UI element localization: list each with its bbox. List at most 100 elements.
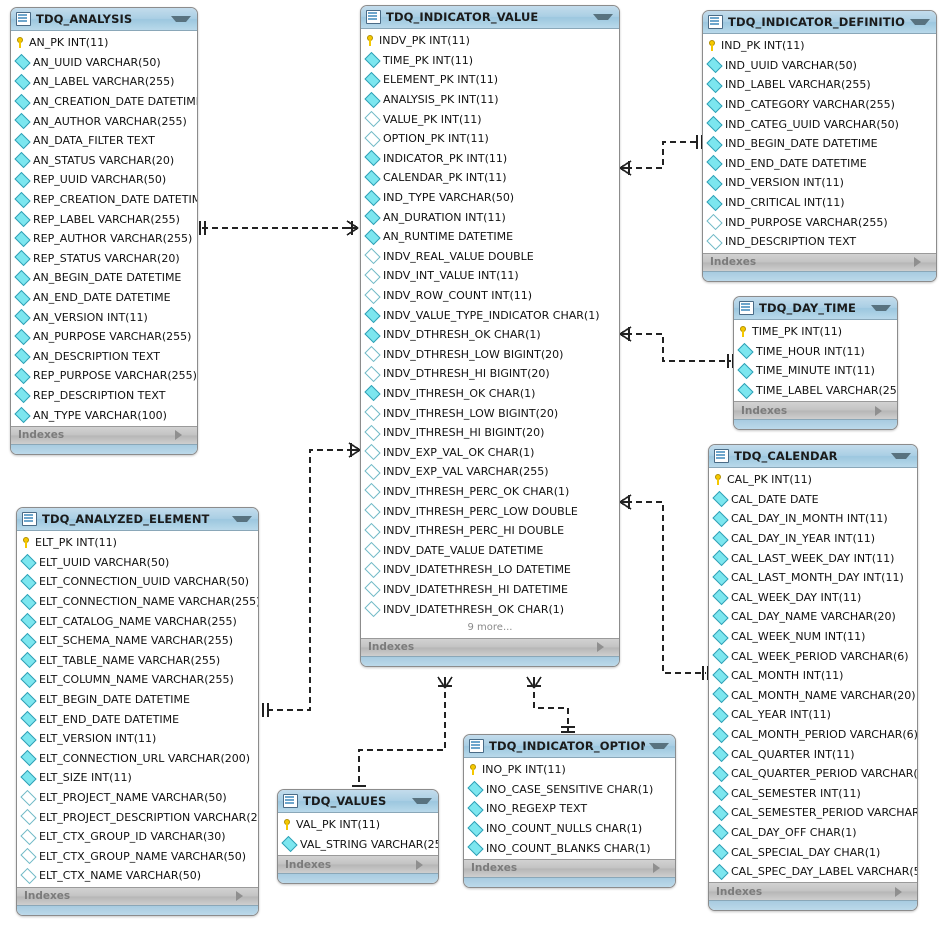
column-row[interactable]: AN_LABEL VARCHAR(255): [11, 72, 197, 92]
column-row[interactable]: IND_CRITICAL INT(11): [703, 193, 936, 213]
column-row[interactable]: CAL_LAST_MONTH_DAY INT(11): [709, 568, 917, 588]
column-row[interactable]: INO_REGEXP TEXT: [464, 799, 675, 819]
column-row[interactable]: CAL_DAY_OFF CHAR(1): [709, 823, 917, 843]
expand-right-icon[interactable]: [597, 642, 612, 653]
table-header-tdq_calendar[interactable]: TDQ_CALENDAR: [709, 445, 917, 468]
column-row[interactable]: INDV_ITHRESH_PERC_OK CHAR(1): [361, 482, 619, 502]
column-row[interactable]: AN_VERSION INT(11): [11, 307, 197, 327]
column-row[interactable]: ELT_VERSION INT(11): [17, 729, 258, 749]
chevron-down-icon[interactable]: [593, 14, 613, 20]
primary-key-row[interactable]: IND_PK INT(11): [703, 36, 936, 56]
indexes-section-tdq_analyzed_element[interactable]: Indexes: [17, 886, 258, 905]
column-row[interactable]: IND_END_DATE DATETIME: [703, 154, 936, 174]
column-row[interactable]: TIME_MINUTE INT(11): [734, 361, 897, 381]
column-row[interactable]: AN_PURPOSE VARCHAR(255): [11, 327, 197, 347]
column-row[interactable]: IND_DESCRIPTION TEXT: [703, 232, 936, 252]
column-row[interactable]: INDV_VALUE_TYPE_INDICATOR CHAR(1): [361, 305, 619, 325]
column-row[interactable]: IND_TYPE VARCHAR(50): [361, 188, 619, 208]
indexes-section-tdq_values[interactable]: Indexes: [278, 855, 438, 874]
more-columns-label[interactable]: 9 more...: [467, 621, 513, 633]
column-row[interactable]: CAL_WEEK_NUM INT(11): [709, 627, 917, 647]
column-row[interactable]: REP_LABEL VARCHAR(255): [11, 209, 197, 229]
expand-right-icon[interactable]: [914, 257, 929, 268]
column-row[interactable]: CAL_SPECIAL_DAY CHAR(1): [709, 842, 917, 862]
expand-right-icon[interactable]: [416, 859, 431, 870]
column-row[interactable]: ELT_CTX_GROUP_ID VARCHAR(30): [17, 827, 258, 847]
column-row[interactable]: IND_BEGIN_DATE DATETIME: [703, 134, 936, 154]
column-row[interactable]: CAL_QUARTER_PERIOD VARCHAR(5): [709, 764, 917, 784]
indexes-section-tdq_indicator_value[interactable]: Indexes: [361, 637, 619, 656]
column-row[interactable]: AN_DATA_FILTER TEXT: [11, 131, 197, 151]
column-row[interactable]: IND_CATEG_UUID VARCHAR(50): [703, 114, 936, 134]
column-row[interactable]: CAL_LAST_WEEK_DAY INT(11): [709, 548, 917, 568]
table-header-tdq_indicator_definition[interactable]: TDQ_INDICATOR_DEFINITION: [703, 11, 936, 34]
column-row[interactable]: ELT_CATALOG_NAME VARCHAR(255): [17, 611, 258, 631]
column-row[interactable]: IND_UUID VARCHAR(50): [703, 56, 936, 76]
column-row[interactable]: INDV_IDATETHRESH_HI DATETIME: [361, 580, 619, 600]
chevron-down-icon[interactable]: [412, 798, 432, 804]
chevron-down-icon[interactable]: [171, 16, 191, 22]
column-row[interactable]: INO_CASE_SENSITIVE CHAR(1): [464, 780, 675, 800]
column-row[interactable]: AN_AUTHOR VARCHAR(255): [11, 111, 197, 131]
column-row[interactable]: AN_RUNTIME DATETIME: [361, 227, 619, 247]
column-row[interactable]: ELT_CONNECTION_URL VARCHAR(200): [17, 749, 258, 769]
primary-key-row[interactable]: AN_PK INT(11): [11, 33, 197, 53]
column-row[interactable]: INDV_EXP_VAL VARCHAR(255): [361, 462, 619, 482]
column-row[interactable]: CAL_WEEK_DAY INT(11): [709, 588, 917, 608]
indexes-section-tdq_calendar[interactable]: Indexes: [709, 882, 917, 901]
column-row[interactable]: AN_DURATION INT(11): [361, 207, 619, 227]
table-header-tdq_values[interactable]: TDQ_VALUES: [278, 790, 438, 813]
column-row[interactable]: CAL_MONTH INT(11): [709, 666, 917, 686]
primary-key-row[interactable]: TIME_PK INT(11): [734, 322, 897, 342]
column-row[interactable]: ELT_PROJECT_DESCRIPTION VARCHAR(200): [17, 807, 258, 827]
column-row[interactable]: ELT_PROJECT_NAME VARCHAR(50): [17, 788, 258, 808]
column-row[interactable]: ELT_CONNECTION_NAME VARCHAR(255): [17, 592, 258, 612]
table-header-tdq_analyzed_element[interactable]: TDQ_ANALYZED_ELEMENT: [17, 508, 258, 531]
column-row[interactable]: INDV_EXP_VAL_OK CHAR(1): [361, 442, 619, 462]
primary-key-row[interactable]: ELT_PK INT(11): [17, 533, 258, 553]
column-row[interactable]: AN_DESCRIPTION TEXT: [11, 347, 197, 367]
expand-right-icon[interactable]: [895, 886, 910, 897]
column-row[interactable]: INDV_ITHRESH_LOW BIGINT(20): [361, 403, 619, 423]
column-row[interactable]: AN_CREATION_DATE DATETIME: [11, 92, 197, 112]
column-row[interactable]: ELT_SIZE INT(11): [17, 768, 258, 788]
column-row[interactable]: ELT_CONNECTION_UUID VARCHAR(50): [17, 572, 258, 592]
column-row[interactable]: CAL_DAY_IN_MONTH INT(11): [709, 509, 917, 529]
table-header-tdq_day_time[interactable]: TDQ_DAY_TIME: [734, 297, 897, 320]
column-row[interactable]: INDV_ITHRESH_OK CHAR(1): [361, 384, 619, 404]
column-row[interactable]: VAL_STRING VARCHAR(255): [278, 835, 438, 855]
column-row[interactable]: CAL_SEMESTER_PERIOD VARCHAR(6): [709, 803, 917, 823]
indexes-section-tdq_analysis[interactable]: Indexes: [11, 425, 197, 444]
column-row[interactable]: AN_TYPE VARCHAR(100): [11, 405, 197, 425]
column-row[interactable]: OPTION_PK INT(11): [361, 129, 619, 149]
table-header-tdq_analysis[interactable]: TDQ_ANALYSIS: [11, 8, 197, 31]
column-row[interactable]: INDV_DTHRESH_HI BIGINT(20): [361, 364, 619, 384]
indexes-section-tdq_day_time[interactable]: Indexes: [734, 401, 897, 420]
column-row[interactable]: INDV_IDATETHRESH_OK CHAR(1): [361, 599, 619, 619]
column-row[interactable]: INDV_INT_VALUE INT(11): [361, 266, 619, 286]
expand-right-icon[interactable]: [175, 430, 190, 441]
column-row[interactable]: CAL_MONTH_NAME VARCHAR(20): [709, 686, 917, 706]
chevron-down-icon[interactable]: [871, 305, 891, 311]
column-row[interactable]: CAL_SPEC_DAY_LABEL VARCHAR(50): [709, 862, 917, 882]
expand-right-icon[interactable]: [653, 863, 668, 874]
column-row[interactable]: ELT_BEGIN_DATE DATETIME: [17, 690, 258, 710]
column-row[interactable]: INDV_ITHRESH_PERC_LOW DOUBLE: [361, 501, 619, 521]
column-row[interactable]: CAL_QUARTER INT(11): [709, 744, 917, 764]
column-row[interactable]: INDV_DTHRESH_OK CHAR(1): [361, 325, 619, 345]
column-row[interactable]: AN_END_DATE DATETIME: [11, 288, 197, 308]
column-row[interactable]: CAL_DAY_IN_YEAR INT(11): [709, 529, 917, 549]
chevron-down-icon[interactable]: [649, 743, 669, 749]
chevron-down-icon[interactable]: [232, 516, 252, 522]
column-row[interactable]: REP_PURPOSE VARCHAR(255): [11, 366, 197, 386]
column-row[interactable]: REP_DESCRIPTION TEXT: [11, 386, 197, 406]
column-row[interactable]: INDV_ROW_COUNT INT(11): [361, 286, 619, 306]
